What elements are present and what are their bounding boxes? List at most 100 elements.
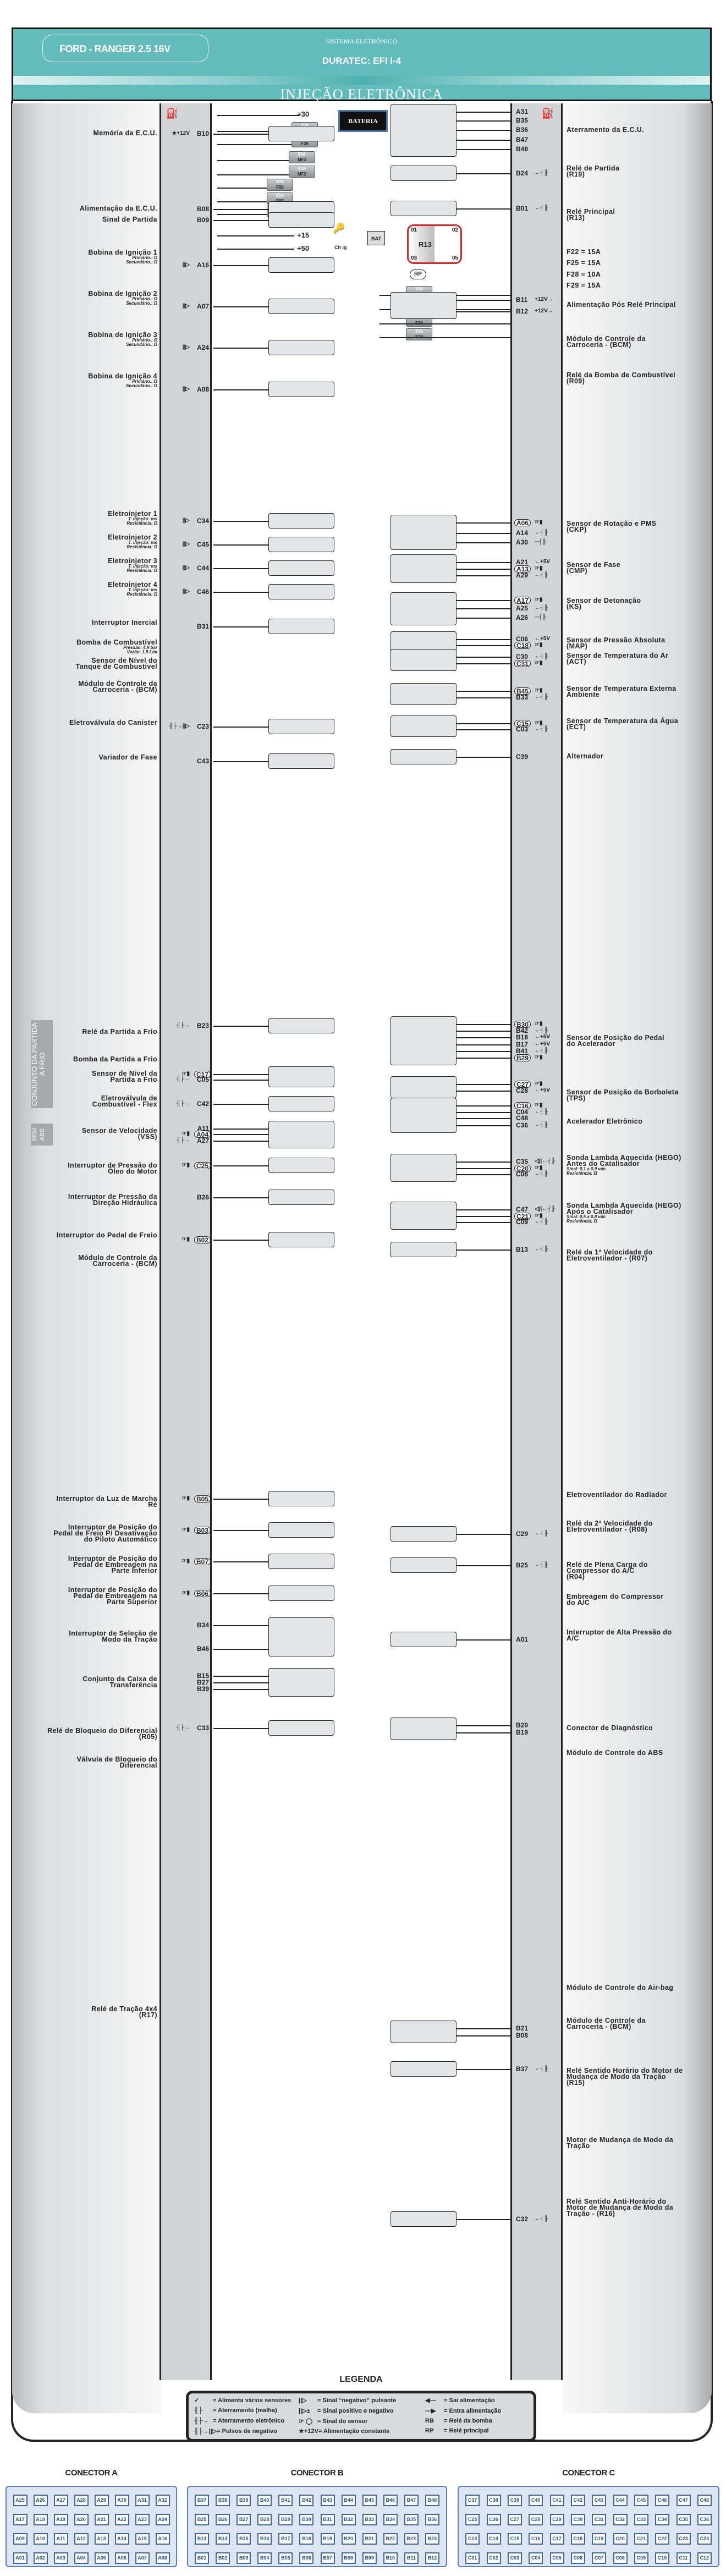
ecu-pin-a06[interactable]: A06: [514, 519, 531, 526]
connector-pin[interactable]: C27: [507, 2514, 522, 2525]
connector-pin[interactable]: C29: [549, 2514, 564, 2525]
ecu-pin-b20[interactable]: B20: [516, 1721, 529, 1729]
ecu-pin-c32[interactable]: C32: [516, 2215, 529, 2223]
connector-pin[interactable]: C42: [570, 2495, 585, 2506]
connector-pin[interactable]: B10: [383, 2552, 398, 2564]
ecu-pin-c30[interactable]: C30: [516, 653, 529, 660]
ecu-pin-c45[interactable]: C45: [196, 541, 209, 548]
ecu-pin-c44[interactable]: C44: [196, 564, 209, 572]
connector-pin[interactable]: B39: [237, 2495, 251, 2506]
connector-pin[interactable]: C39: [507, 2495, 522, 2506]
connector-pin[interactable]: B18: [299, 2533, 314, 2545]
ecu-pin-b05[interactable]: B05: [194, 1495, 211, 1502]
connector-pin[interactable]: A07: [135, 2552, 150, 2564]
connector-pin[interactable]: A20: [74, 2514, 89, 2525]
ecu-pin-b34[interactable]: B34: [196, 1621, 209, 1629]
ecu-pin-b39[interactable]: B39: [196, 1685, 209, 1693]
connector-pin[interactable]: A32: [155, 2495, 170, 2506]
ecu-pin-b07[interactable]: B07: [194, 1558, 211, 1565]
ecu-pin-b30[interactable]: B30: [514, 1021, 531, 1028]
connector-pin[interactable]: A03: [53, 2552, 68, 2564]
connector-pin[interactable]: C23: [676, 2533, 691, 2545]
connector-pin[interactable]: A18: [33, 2514, 48, 2525]
ecu-pin-b35[interactable]: B35: [516, 117, 529, 124]
connector-pin[interactable]: B28: [257, 2514, 272, 2525]
connector-pin[interactable]: C01: [465, 2552, 480, 2564]
ecu-pin-c20[interactable]: C20: [514, 1165, 531, 1172]
connector-pin[interactable]: A05: [94, 2552, 109, 2564]
ecu-pin-a07[interactable]: A07: [196, 302, 209, 310]
ecu-pin-b15[interactable]: B15: [196, 1672, 209, 1680]
connector-pin[interactable]: B40: [257, 2495, 272, 2506]
connector-pin[interactable]: B44: [341, 2495, 356, 2506]
ecu-pin-b19[interactable]: B19: [516, 1729, 529, 1736]
connector-pin[interactable]: A01: [13, 2552, 28, 2564]
ecu-pin-b33[interactable]: B33: [516, 693, 529, 701]
connector-pin[interactable]: B07: [320, 2552, 335, 2564]
connector-pin[interactable]: A08: [155, 2552, 170, 2564]
connector-pin[interactable]: C14: [486, 2533, 501, 2545]
ecu-pin-a26[interactable]: A26: [516, 614, 529, 621]
ecu-pin-a21[interactable]: A21: [516, 558, 529, 566]
connector-pin[interactable]: B09: [362, 2552, 377, 2564]
ecu-pin-a30[interactable]: A30: [516, 538, 529, 546]
ecu-pin-b10[interactable]: B10: [196, 130, 209, 137]
connector-pin[interactable]: C03: [507, 2552, 522, 2564]
connector-pin[interactable]: C13: [465, 2533, 480, 2545]
ecu-pin-b45[interactable]: B45: [514, 687, 531, 695]
ecu-pin-a24[interactable]: A24: [196, 344, 209, 351]
connector-pin[interactable]: A12: [74, 2533, 89, 2545]
connector-pin[interactable]: A04: [74, 2552, 89, 2564]
connector-pin[interactable]: B27: [237, 2514, 251, 2525]
connector-pin[interactable]: A14: [114, 2533, 129, 2545]
connector-pin[interactable]: B20: [341, 2533, 356, 2545]
connector-pin[interactable]: C41: [549, 2495, 564, 2506]
connector-pin[interactable]: C38: [486, 2495, 501, 2506]
ecu-pin-c36[interactable]: C36: [516, 1121, 529, 1129]
connector-pin[interactable]: B35: [404, 2514, 419, 2525]
connector-pin[interactable]: C12: [697, 2552, 712, 2564]
connector-pin[interactable]: C22: [655, 2533, 670, 2545]
connector-pin[interactable]: A17: [13, 2514, 28, 2525]
ecu-pin-c05[interactable]: C05: [196, 1076, 209, 1083]
connector-pin[interactable]: A22: [114, 2514, 129, 2525]
ecu-pin-b06[interactable]: B06: [194, 1590, 211, 1597]
connector-pin[interactable]: C05: [549, 2552, 564, 2564]
connector-pin[interactable]: B05: [278, 2552, 293, 2564]
ecu-pin-c06[interactable]: C06: [516, 635, 529, 643]
connector-pin[interactable]: B19: [320, 2533, 335, 2545]
connector-pin[interactable]: C31: [592, 2514, 607, 2525]
ecu-pin-c34[interactable]: C34: [196, 517, 209, 525]
ecu-pin-a29[interactable]: A29: [516, 571, 529, 579]
connector-pin[interactable]: C47: [676, 2495, 691, 2506]
connector-pin[interactable]: B15: [237, 2533, 251, 2545]
connector-pin[interactable]: B37: [195, 2495, 210, 2506]
connector-pin[interactable]: C07: [592, 2552, 607, 2564]
connector-pin[interactable]: A02: [33, 2552, 48, 2564]
connector-pin[interactable]: B13: [195, 2533, 210, 2545]
ecu-pin-b36[interactable]: B36: [516, 126, 529, 134]
ecu-pin-b25[interactable]: B25: [516, 1561, 529, 1569]
ecu-pin-b02[interactable]: B02: [194, 1236, 211, 1243]
connector-pin[interactable]: B21: [362, 2533, 377, 2545]
ecu-pin-a17[interactable]: A17: [514, 597, 531, 604]
ecu-pin-c09[interactable]: C09: [516, 1218, 529, 1226]
ecu-pin-b42[interactable]: B42: [516, 1027, 529, 1034]
ecu-pin-b24[interactable]: B24: [516, 169, 529, 177]
connector-pin[interactable]: C30: [570, 2514, 585, 2525]
ecu-pin-a11[interactable]: A11: [197, 1125, 209, 1132]
ecu-pin-a27[interactable]: A27: [196, 1137, 209, 1144]
connector-pin[interactable]: B03: [237, 2552, 251, 2564]
ecu-pin-b47[interactable]: B47: [516, 136, 529, 144]
connector-pin[interactable]: B02: [216, 2552, 230, 2564]
connector-pin[interactable]: A13: [94, 2533, 109, 2545]
connector-pin[interactable]: A09: [13, 2533, 28, 2545]
connector-pin[interactable]: B32: [341, 2514, 356, 2525]
connector-pin[interactable]: C43: [592, 2495, 607, 2506]
connector-pin[interactable]: A27: [53, 2495, 68, 2506]
connector-pin[interactable]: C15: [507, 2533, 522, 2545]
connector-pin[interactable]: C44: [613, 2495, 628, 2506]
connector-pin[interactable]: C04: [529, 2552, 543, 2564]
ecu-pin-b29[interactable]: B29: [514, 1054, 531, 1061]
connector-pin[interactable]: C45: [634, 2495, 648, 2506]
